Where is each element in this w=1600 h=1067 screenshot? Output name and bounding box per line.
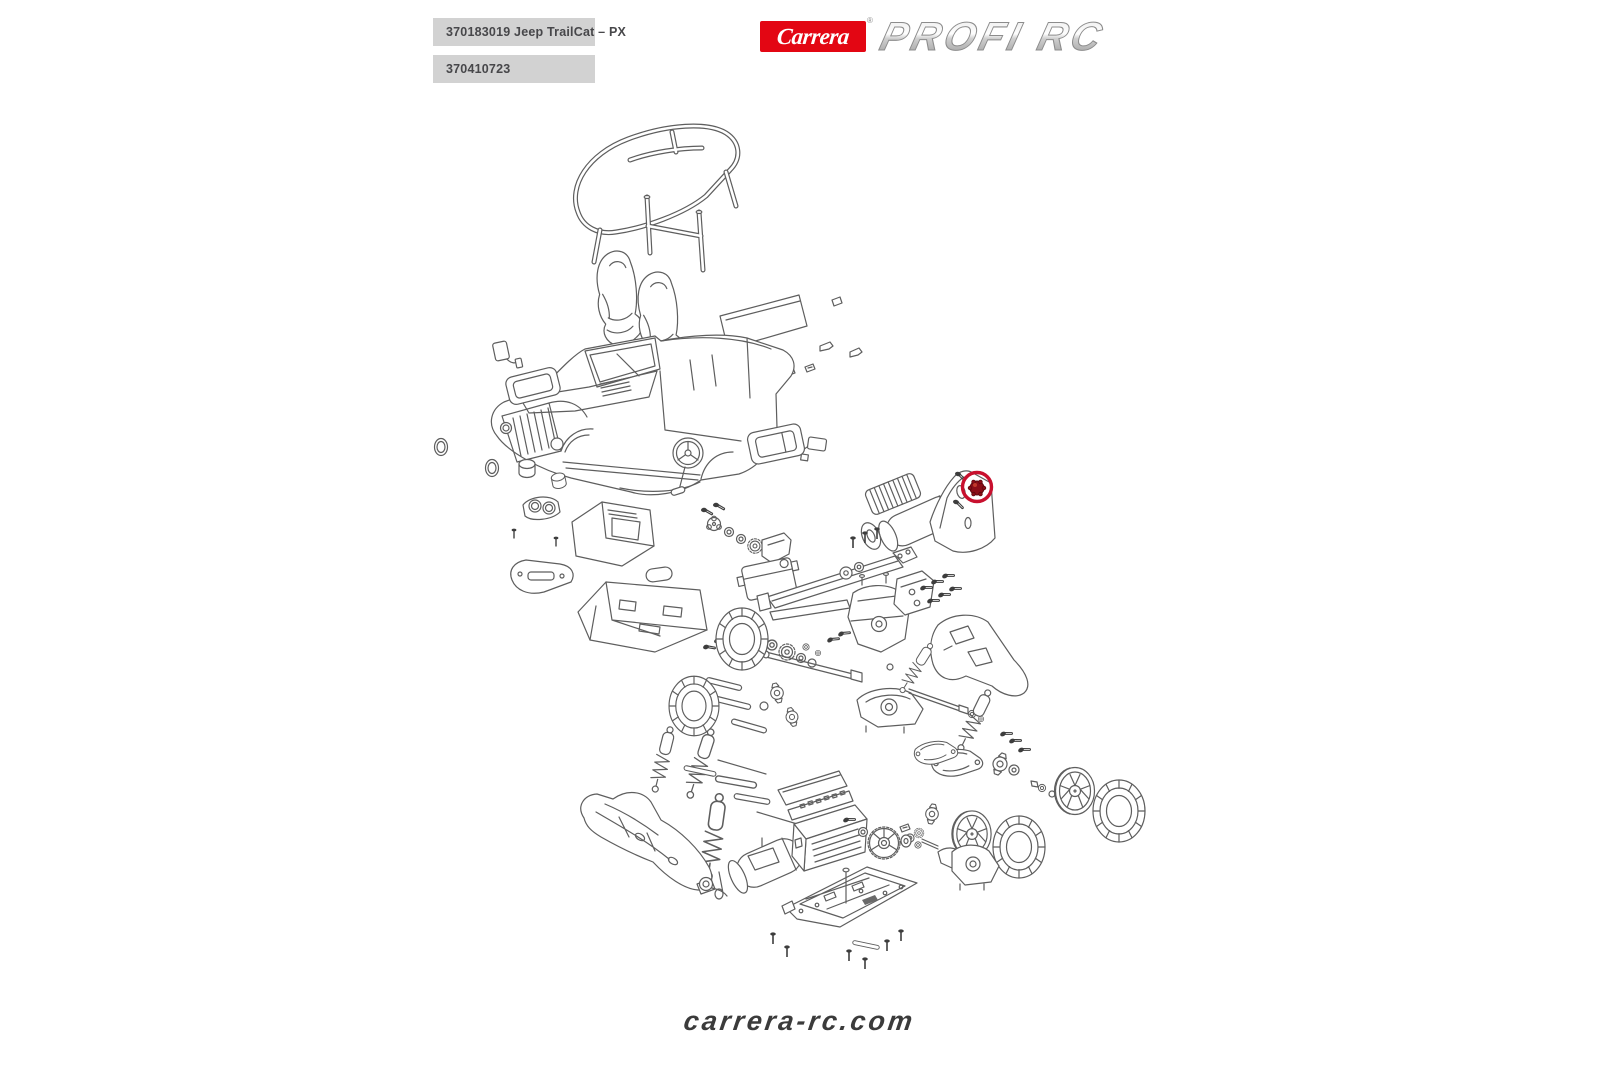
footer: carrera-rc.com — [0, 1006, 1600, 1037]
steering-linkage — [839, 561, 865, 580]
steering-knuckle — [767, 681, 787, 705]
lamp-housing — [550, 471, 568, 491]
servo — [736, 557, 800, 601]
shock-absorber — [952, 686, 996, 755]
small-gear — [747, 538, 763, 554]
washer — [802, 643, 810, 651]
screw — [510, 527, 518, 540]
steering-wheel — [670, 437, 704, 496]
window-panel-right — [746, 423, 806, 465]
body-shell — [490, 334, 795, 496]
washer — [886, 663, 894, 671]
part-number-label-1: 370183019 Jeep TrailCat – PX — [433, 18, 626, 46]
profi-rc-wordmark: PROFI RC — [876, 13, 1111, 59]
registered-trademark: ® — [867, 16, 873, 25]
motor-pinion-gear — [967, 479, 987, 497]
tire — [992, 815, 1046, 879]
chassis-molded-label — [862, 895, 878, 905]
screw — [712, 502, 726, 511]
spur-gear — [867, 826, 901, 860]
shock-absorber — [895, 640, 937, 696]
thrust-washer — [900, 834, 912, 848]
tire — [715, 607, 769, 671]
wheel-hub — [1008, 764, 1020, 776]
tire — [1092, 779, 1146, 843]
washer — [857, 826, 869, 838]
front-skid-plate — [580, 792, 716, 895]
wheel-rim — [1053, 766, 1096, 816]
washer — [735, 533, 747, 545]
screw — [700, 507, 714, 516]
shock-shaft — [718, 871, 724, 894]
battery-connector — [698, 876, 728, 900]
receiver-pcb — [787, 790, 854, 821]
chassis-screws — [769, 928, 905, 970]
clip — [899, 823, 911, 833]
esc-cover — [777, 770, 848, 806]
servo-mount — [761, 532, 792, 564]
pinion-gear — [913, 827, 925, 839]
headlight-lens — [433, 437, 449, 457]
lamp-housing — [518, 458, 536, 479]
fog-lamp-lens — [484, 458, 500, 478]
shock-tower-brace — [930, 614, 1029, 697]
highlight-circle — [960, 470, 994, 504]
tire — [668, 675, 720, 737]
interior-tub — [577, 566, 708, 653]
body-clip — [804, 363, 816, 373]
chassis-plate — [781, 866, 918, 928]
washer — [814, 649, 822, 657]
wheel-hub-center — [1011, 767, 1017, 773]
wheel-nut — [1048, 790, 1056, 798]
shock-absorber — [647, 724, 679, 795]
esc-lid — [747, 847, 780, 871]
dashboard — [571, 501, 655, 567]
windshield — [584, 337, 661, 388]
part-number-label-2: 370410723 — [433, 55, 595, 83]
washer — [914, 841, 922, 849]
rear-bulkhead — [893, 570, 935, 616]
steering-knuckle — [989, 750, 1011, 778]
rear-gearbox — [951, 844, 1000, 891]
washer — [1037, 783, 1047, 793]
side-mirror-right — [800, 436, 828, 462]
axle — [921, 838, 939, 850]
driver-seat — [594, 249, 644, 348]
rear-driveshaft — [908, 688, 985, 723]
washer — [723, 526, 735, 538]
servo-horn — [706, 515, 722, 532]
pivot-ball — [759, 701, 769, 711]
front-bumper-insert — [510, 559, 574, 594]
roll-cage — [572, 123, 741, 265]
headlight-pod — [522, 496, 561, 521]
top-deck-brace — [756, 546, 918, 621]
esc-unit — [791, 804, 868, 872]
screw — [552, 535, 560, 548]
window-panel-left — [505, 367, 561, 405]
motor-heatsink — [864, 473, 922, 515]
hex-nut — [1030, 780, 1039, 788]
profi-rc-text: PROFI RC — [876, 14, 1110, 59]
carrera-logo: Carrera — [760, 21, 866, 52]
website-text: carrera-rc.com — [682, 1006, 918, 1036]
transmission-case — [856, 687, 924, 734]
body-mount-bracket — [819, 296, 863, 358]
shock-absorber — [681, 726, 720, 801]
roll-bar-posts — [643, 194, 706, 273]
screw — [849, 535, 857, 549]
steering-knuckle — [923, 802, 941, 826]
steering-knuckle — [783, 705, 801, 729]
side-mirror-left — [492, 340, 524, 369]
